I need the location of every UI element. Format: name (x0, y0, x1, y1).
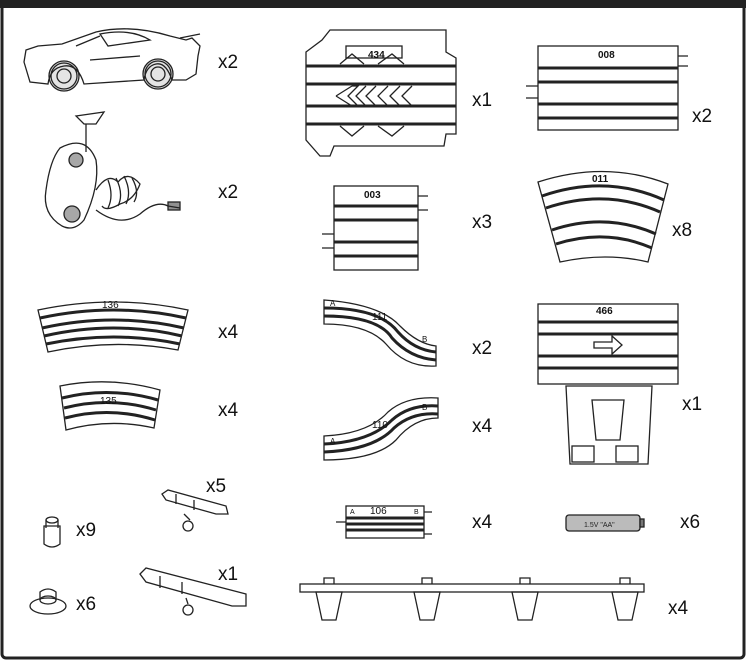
track-106-label: 106 (370, 506, 387, 517)
track-106-end-a: A (350, 509, 355, 516)
track-434-qty: x1 (472, 90, 493, 111)
support-small-illustration (161, 489, 229, 532)
track-135-label: 135 (100, 396, 117, 407)
track-136-label: 136 (102, 300, 119, 311)
track-135-illustration (59, 381, 161, 431)
track-011-label: 011 (592, 174, 609, 185)
track-106-qty: x4 (472, 512, 493, 533)
battery-illustration (565, 514, 645, 532)
round-base-qty: x6 (76, 594, 97, 615)
track-136-illustration (37, 301, 189, 353)
track-106-illustration (336, 505, 432, 539)
track-434-illustration (305, 29, 457, 157)
track-110-illustration (323, 397, 439, 461)
track-011-qty: x8 (672, 220, 693, 241)
track-466-qty: x1 (682, 394, 703, 415)
track-434-label: 434 (368, 50, 385, 61)
track-110-end-b: B (422, 403, 427, 412)
support-small-qty: x5 (206, 476, 227, 497)
guard-rail-qty: x4 (668, 598, 689, 619)
track-111-end-b: B (422, 335, 427, 344)
support-large-illustration (139, 567, 247, 616)
battery-label: 1.5V "AA" (584, 522, 615, 529)
guard-rail-illustration (299, 577, 645, 621)
track-111-end-a: A (330, 299, 336, 308)
track-135-qty: x4 (218, 400, 239, 421)
support-large-qty: x1 (218, 564, 239, 585)
track-136-qty: x4 (218, 322, 239, 343)
track-011-illustration (537, 170, 669, 263)
track-003-label: 003 (364, 190, 381, 201)
track-008-label: 008 (598, 50, 615, 61)
track-110-label: 110 (372, 420, 388, 431)
round-base-illustration (29, 588, 67, 615)
track-110-end-a: A (330, 437, 336, 446)
peg-qty: x9 (76, 520, 97, 541)
top-border (0, 0, 746, 8)
track-110-qty: x4 (472, 416, 493, 437)
controller-qty: x2 (218, 182, 239, 203)
car-qty: x2 (218, 52, 239, 73)
track-008-qty: x2 (692, 106, 713, 127)
peg-illustration (43, 516, 61, 548)
track-003-illustration (322, 185, 428, 271)
track-111-label: 111 (372, 312, 388, 323)
track-008-illustration (526, 45, 688, 131)
controller-illustration (44, 111, 181, 229)
track-466-label: 466 (596, 306, 613, 317)
track-111-qty: x2 (472, 338, 493, 359)
track-466-illustration (537, 303, 679, 465)
track-106-end-b: B (414, 509, 419, 516)
track-003-qty: x3 (472, 212, 493, 233)
track-111-illustration (323, 299, 437, 367)
car-illustration (23, 28, 201, 92)
battery-qty: x6 (680, 512, 701, 533)
